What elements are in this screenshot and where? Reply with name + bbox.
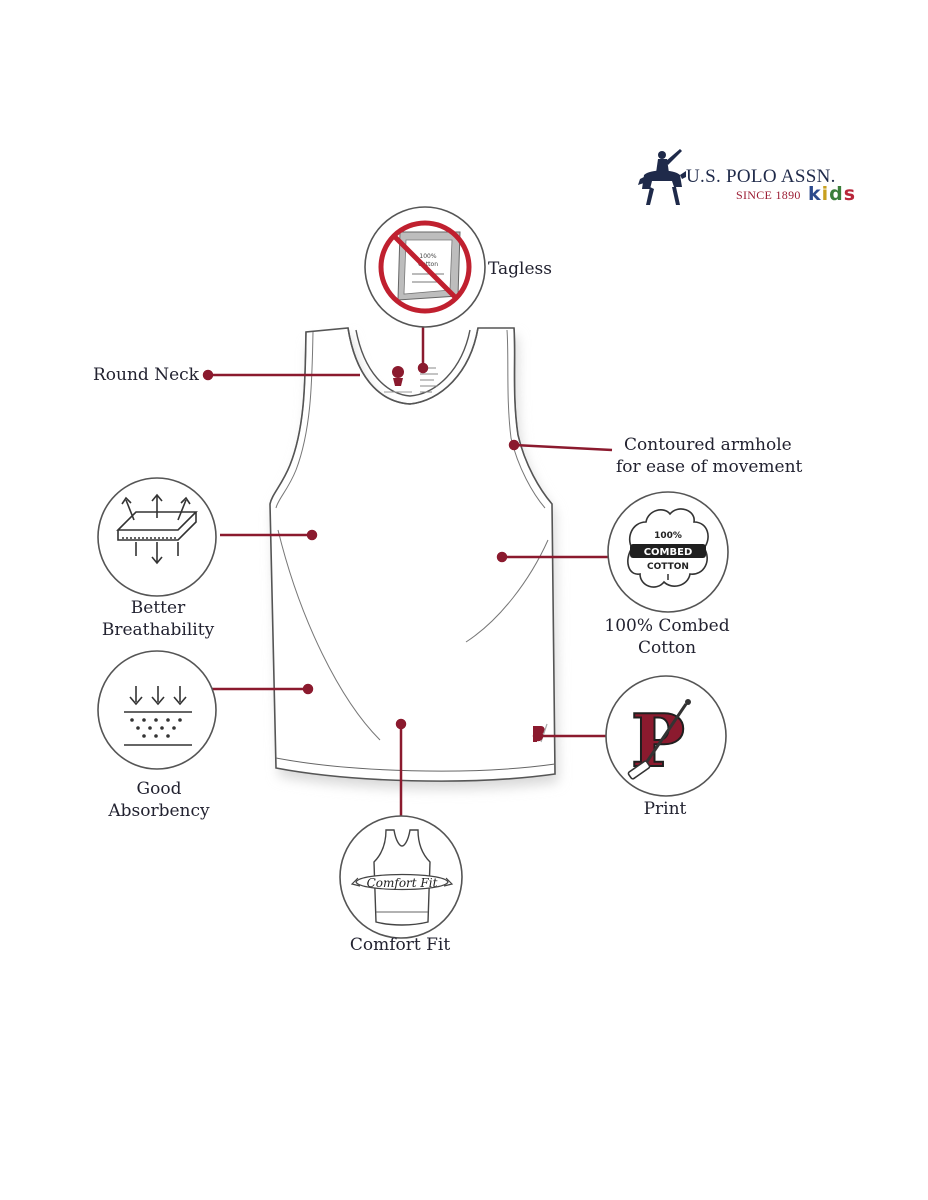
varsity-p-icon: P bbox=[627, 697, 691, 784]
label-cotton-line2: Cotton bbox=[637, 638, 697, 658]
label-absorbency-line2: Absorbency bbox=[108, 801, 210, 821]
brand-since: SINCE 1890 bbox=[736, 188, 801, 202]
label-cotton-line1: 100% Combed bbox=[604, 616, 730, 636]
label-breathability-line1: Better bbox=[130, 598, 186, 618]
polo-player-logo-icon bbox=[638, 149, 686, 205]
breathability-circle bbox=[97, 477, 217, 597]
label-breathability-line2: Breathability bbox=[101, 620, 215, 640]
absorbency-circle bbox=[97, 650, 217, 770]
kids-letter: s bbox=[843, 183, 857, 205]
label-absorbency-line1: Good bbox=[136, 779, 182, 799]
kids-letter: k bbox=[808, 183, 822, 205]
kids-letter: d bbox=[829, 183, 844, 205]
absorbency-icon bbox=[124, 686, 192, 746]
label-armhole-line2: for ease of movement bbox=[616, 457, 803, 477]
label-comfort-fit: Comfort Fit bbox=[349, 935, 451, 955]
tag-text: 100% bbox=[419, 253, 436, 260]
comfort-fit-icon: Comfort Fit bbox=[350, 829, 454, 926]
cotton-badge-top: 100% bbox=[654, 531, 682, 541]
label-armhole-line1: Contoured armhole bbox=[624, 435, 792, 455]
label-tagless: Tagless bbox=[488, 259, 552, 279]
prohibited-icon bbox=[378, 220, 472, 314]
tag-text: Cotton bbox=[418, 261, 438, 268]
breathable-fabric-icon bbox=[116, 493, 198, 565]
cotton-badge-middle: COMBED bbox=[644, 547, 693, 558]
cotton-badge-icon: 100% COMBED COTTON bbox=[627, 508, 709, 588]
comfort-badge-text: Comfort Fit bbox=[367, 876, 438, 890]
cotton-badge-bottom: COTTON bbox=[647, 562, 689, 572]
label-round-neck: Round Neck bbox=[93, 365, 199, 385]
brand-name: U.S. POLO ASSN. bbox=[686, 166, 836, 187]
neck-print-logo-icon bbox=[384, 366, 438, 393]
brand-kids: kids bbox=[808, 183, 856, 205]
label-print: Print bbox=[643, 799, 687, 819]
kids-letter: i bbox=[821, 183, 830, 205]
